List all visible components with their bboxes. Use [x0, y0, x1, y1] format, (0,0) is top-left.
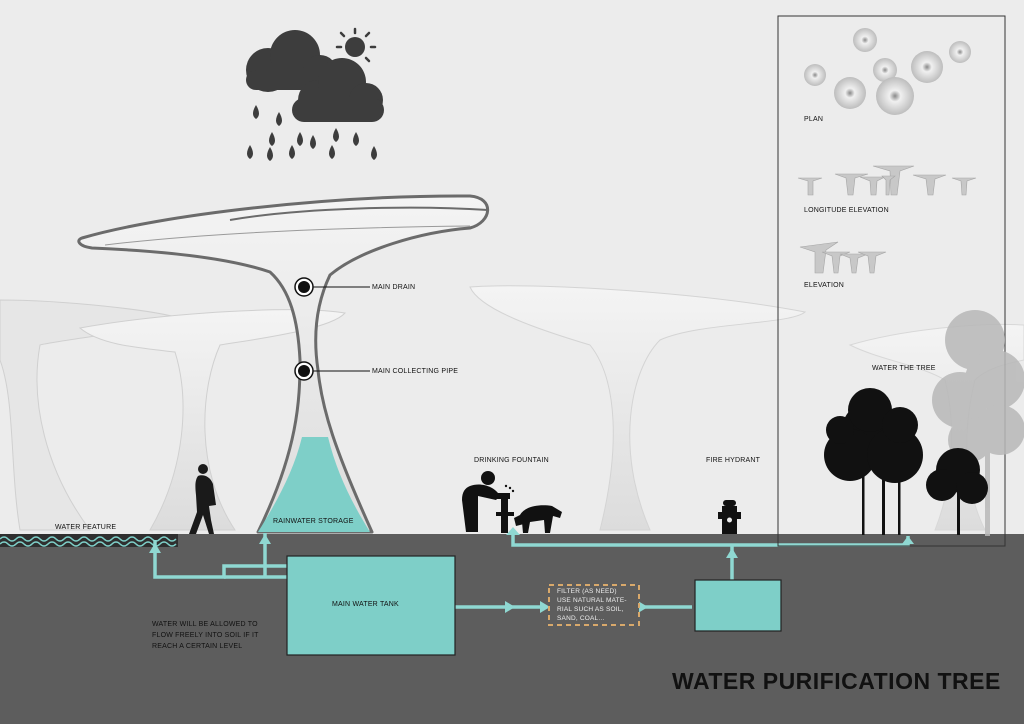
overflow-note-line-3: REACH A CERTAIN LEVEL — [152, 643, 243, 650]
pipe-arrows — [149, 527, 914, 613]
raindrop-icon — [247, 105, 377, 161]
dog-icon — [514, 505, 562, 533]
panel-label-elevation: ELEVATION — [804, 282, 845, 289]
cloud-icon — [292, 58, 384, 122]
weather-icons — [246, 27, 384, 161]
plan-view-drawing — [804, 28, 971, 115]
label-fire-hydrant: FIRE HYDRANT — [706, 457, 761, 464]
panel-label-longitude-elevation: LONGITUDE ELEVATION — [804, 207, 889, 214]
label-filter-note: FILTER (AS NEED) USE NATURAL MATE- RIAL … — [557, 587, 627, 623]
drinking-fountain-icon — [462, 471, 515, 533]
longitude-elevation-drawing — [797, 165, 977, 196]
label-main-collecting-pipe: MAIN COLLECTING PIPE — [372, 368, 459, 375]
rainwater-storage-fill — [258, 437, 370, 532]
ground-section — [0, 534, 1024, 724]
label-main-drain: MAIN DRAIN — [372, 284, 416, 291]
label-water-feature: WATER FEATURE — [55, 524, 117, 531]
label-main-water-tank: MAIN WATER TANK — [332, 601, 399, 608]
page-title: WATER PURIFICATION TREE — [672, 668, 1001, 694]
filter-note-line-2: USE NATURAL MATE- — [557, 597, 627, 604]
main-water-tank — [286, 555, 456, 656]
main-water-tree — [77, 194, 490, 534]
sun-icon — [335, 27, 377, 63]
panel-label-plan: PLAN — [804, 116, 824, 123]
person-icon — [189, 464, 216, 534]
label-rainwater-storage: RAINWATER STORAGE — [273, 518, 354, 525]
reference-panel-frame — [777, 15, 1006, 547]
secondary-water-tank — [694, 579, 782, 632]
overflow-note-line-1: WATER WILL BE ALLOWED TO — [152, 621, 258, 628]
filter-note-line-3: RIAL SUCH AS SOIL, — [557, 606, 624, 613]
filter-note-line-4: SAND, COAL... — [557, 615, 605, 622]
overflow-note-line-2: FLOW FREELY INTO SOIL IF IT — [152, 632, 259, 639]
background-umbrella-middle — [469, 285, 807, 531]
water-feature — [0, 534, 178, 547]
fire-hydrant-icon — [718, 500, 741, 534]
tree-icon — [824, 310, 1024, 536]
filter-note-line-1: FILTER (AS NEED) — [557, 588, 617, 595]
filter-box — [548, 584, 640, 626]
elevation-drawing — [799, 241, 887, 274]
label-overflow-note: WATER WILL BE ALLOWED TO FLOW FREELY INT… — [152, 619, 259, 652]
label-water-the-tree: WATER THE TREE — [872, 365, 936, 372]
label-drinking-fountain: DRINKING FOUNTAIN — [474, 457, 549, 464]
